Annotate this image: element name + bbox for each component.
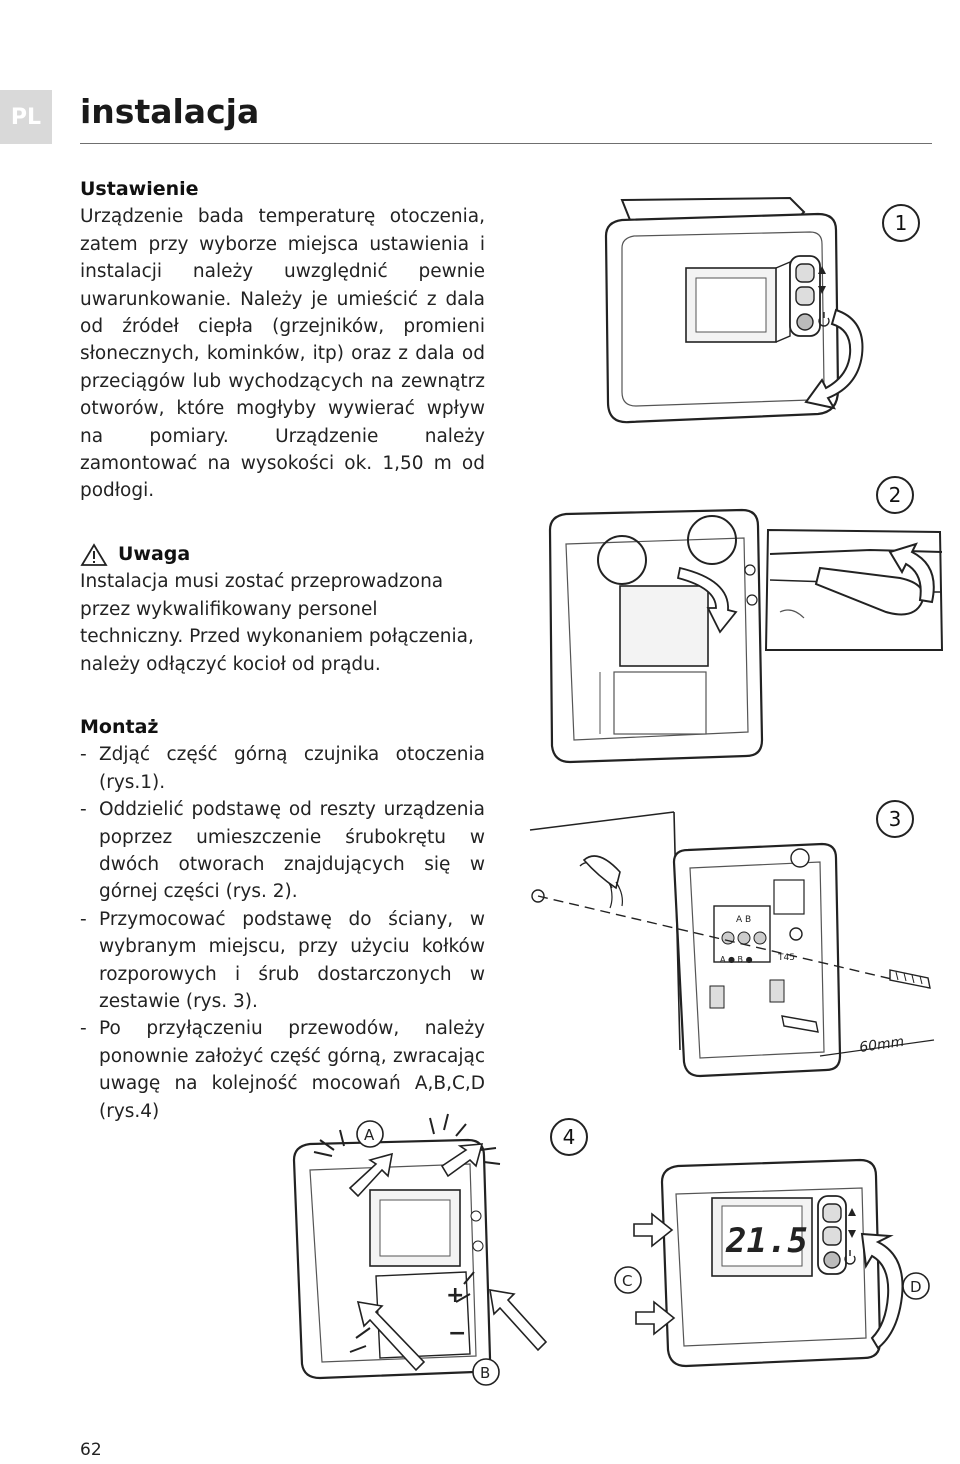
placement-heading: Ustawienie xyxy=(80,178,199,200)
page-title: instalacja xyxy=(80,92,260,131)
terminal-label-bottom: A ● B ● xyxy=(720,955,753,964)
warning-triangle-icon xyxy=(80,542,108,566)
figure-4-illustration: + − A B 21.5 C D xyxy=(292,1113,930,1386)
figure-3-illustration: A B A ● B ● T45 60mm xyxy=(529,811,935,1078)
mounting-heading: Montaż xyxy=(80,715,159,738)
page-number: 62 xyxy=(80,1440,102,1460)
placement-section: Ustawienie Urządzenie bada temperaturę o… xyxy=(80,176,485,505)
warning-text: Instalacja musi zostać przeprowadzona pr… xyxy=(80,571,474,675)
lcd-temperature-display: 21.5 xyxy=(725,1221,808,1261)
label-a: A xyxy=(364,1126,375,1144)
mounting-step: -Oddzielić podstawę od reszty urządzenia… xyxy=(80,799,485,903)
label-b: B xyxy=(480,1364,490,1382)
mounting-steps: -Zdjąć część górną czujnika otoczenia (r… xyxy=(80,741,485,1125)
model-label: T45 xyxy=(777,953,795,963)
instructions-column: Ustawienie Urządzenie bada temperaturę o… xyxy=(80,176,485,1125)
placement-text: Urządzenie bada temperaturę otoczenia, z… xyxy=(80,206,485,502)
label-c: C xyxy=(622,1272,632,1290)
label-d: D xyxy=(910,1278,922,1296)
warning-heading: Uwaga xyxy=(118,542,191,565)
warning-section: Uwaga Instalacja musi zostać przeprowadz… xyxy=(80,541,485,678)
battery-minus-symbol: − xyxy=(448,1321,466,1346)
figure-1-badge: 1 xyxy=(882,204,920,242)
figure-2-badge: 2 xyxy=(876,476,914,514)
warning-header: Uwaga xyxy=(80,541,485,568)
figure-4-badge: 4 xyxy=(550,1118,588,1156)
terminal-label-top: A B xyxy=(736,915,751,925)
mounting-step: -Po przyłączeniu przewodów, należy ponow… xyxy=(80,1018,485,1122)
figure-1-illustration xyxy=(604,196,864,424)
dimension-label: 60mm xyxy=(858,1034,905,1056)
mounting-step: -Przymocować podstawę do ściany, w wybra… xyxy=(80,908,485,1012)
title-divider xyxy=(80,143,932,144)
figure-2-illustration xyxy=(548,508,944,764)
mounting-section: Montaż -Zdjąć część górną czujnika otocz… xyxy=(80,714,485,1125)
figure-3-badge: 3 xyxy=(876,800,914,838)
battery-plus-symbol: + xyxy=(446,1283,464,1308)
language-tab: PL xyxy=(0,90,52,144)
mounting-step: -Zdjąć część górną czujnika otoczenia (r… xyxy=(80,744,485,793)
